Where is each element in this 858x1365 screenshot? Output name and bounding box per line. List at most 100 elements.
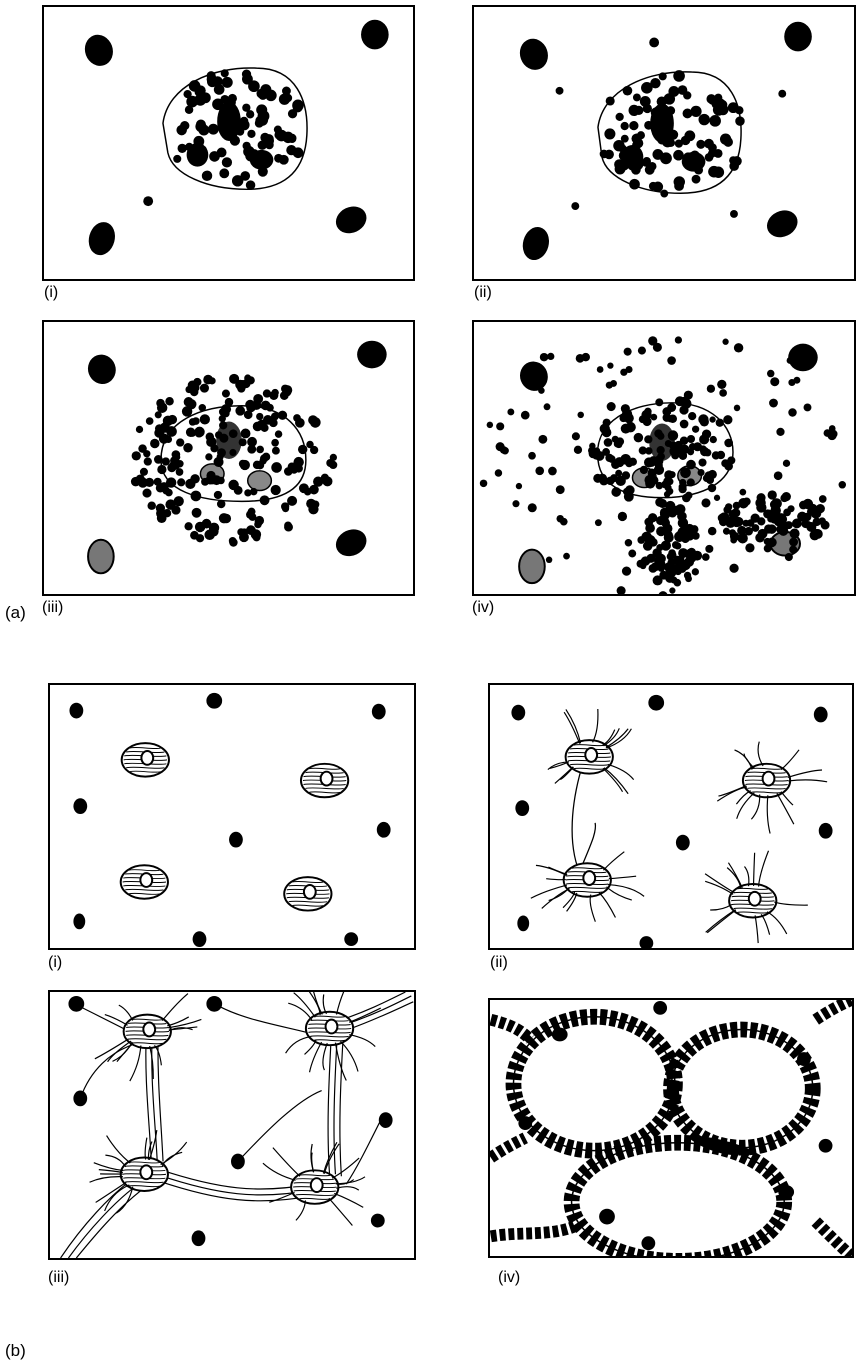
granule <box>293 414 301 422</box>
granule <box>217 148 227 158</box>
endothelial-cell <box>122 743 169 776</box>
granule <box>225 398 233 406</box>
endothelial-cell <box>705 851 808 943</box>
granule <box>512 500 519 507</box>
granule <box>282 87 291 96</box>
cell-nucleus <box>749 892 761 906</box>
granule <box>260 495 270 505</box>
granule <box>188 380 197 389</box>
granule <box>136 426 143 433</box>
granule <box>755 533 764 542</box>
granule <box>673 579 681 587</box>
granule <box>712 451 720 459</box>
granule <box>261 401 271 411</box>
granule <box>271 389 278 396</box>
granule <box>200 414 210 424</box>
granule <box>677 511 687 521</box>
granule <box>214 457 224 467</box>
granule <box>644 518 653 527</box>
filopodium <box>718 786 746 796</box>
granule <box>242 142 250 150</box>
filopodium <box>710 904 732 910</box>
panel-a-iii <box>42 320 415 596</box>
granule <box>540 353 548 361</box>
granule <box>180 121 189 130</box>
granule <box>288 134 297 143</box>
filopodium <box>788 770 822 777</box>
granule <box>495 469 502 476</box>
granule <box>611 487 621 497</box>
granule <box>165 397 173 405</box>
granule <box>275 430 282 437</box>
granule <box>173 155 181 163</box>
granule <box>756 502 766 512</box>
granule <box>271 439 279 447</box>
granule <box>839 481 846 488</box>
filopodium <box>788 780 827 782</box>
granule <box>708 527 716 535</box>
granule <box>138 478 148 488</box>
granule <box>169 461 178 470</box>
endothelial-cell <box>548 709 634 794</box>
granule <box>150 439 159 448</box>
granule <box>733 502 741 510</box>
granule <box>258 159 268 169</box>
granule <box>229 374 239 384</box>
granule <box>593 474 602 483</box>
granule <box>731 508 740 517</box>
group-label-b: (b) <box>5 1342 26 1359</box>
granule <box>577 412 584 419</box>
granule <box>694 166 703 175</box>
filopodium <box>758 742 763 766</box>
filopodium <box>566 709 581 743</box>
granule <box>640 466 648 474</box>
filopodium <box>774 902 807 905</box>
granule <box>207 71 216 80</box>
granule <box>709 416 715 422</box>
panel-b-iii <box>48 990 416 1260</box>
granule <box>723 415 732 424</box>
granule <box>729 564 738 573</box>
granule <box>572 432 580 440</box>
granule <box>222 410 230 418</box>
granule <box>178 144 187 153</box>
granule <box>656 482 663 489</box>
granule <box>176 438 184 446</box>
granule <box>637 536 645 544</box>
granule <box>257 114 268 125</box>
granule <box>671 565 678 572</box>
granule <box>714 495 720 501</box>
granule <box>725 503 732 510</box>
granule <box>229 449 236 456</box>
granule <box>200 125 208 133</box>
granule <box>156 399 164 407</box>
granule <box>200 384 209 393</box>
granule <box>186 428 195 437</box>
granule <box>618 512 627 521</box>
filopodium <box>606 729 628 748</box>
granule <box>159 434 169 444</box>
granule <box>783 509 791 517</box>
granule <box>735 116 744 125</box>
granule <box>535 376 542 383</box>
granule <box>183 90 191 98</box>
granule <box>650 78 660 88</box>
granule <box>246 180 255 189</box>
filopodium <box>161 1142 187 1165</box>
granule <box>774 471 783 480</box>
granule <box>679 405 688 414</box>
granule <box>685 492 692 499</box>
granule <box>698 114 709 125</box>
granule <box>769 399 778 408</box>
granule <box>177 478 185 486</box>
granule <box>286 145 296 155</box>
granule <box>770 500 779 509</box>
granule <box>255 518 263 526</box>
granule <box>705 545 713 553</box>
granule <box>298 445 307 454</box>
granule <box>262 453 270 461</box>
granule <box>644 121 653 130</box>
granule <box>500 446 508 454</box>
filopodium <box>735 750 753 770</box>
granule <box>734 405 741 412</box>
